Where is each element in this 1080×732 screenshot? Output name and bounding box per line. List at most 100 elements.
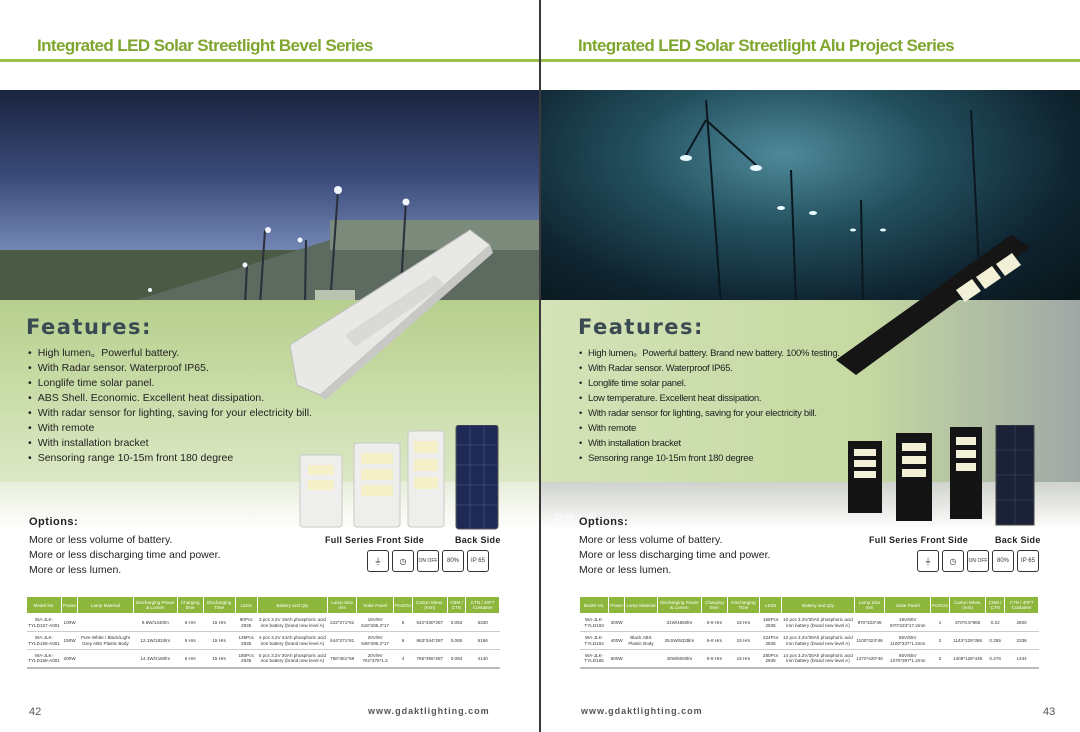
table-cell: 35.5W/5325lm	[657, 631, 702, 650]
column-header: Discharging Power & Lumen	[132, 596, 178, 614]
features-list: High lumen。Powerful battery. With Radar …	[28, 346, 312, 466]
column-header: LEDs	[234, 596, 258, 614]
table-cell	[624, 649, 658, 669]
table-cell: 370*0.5*965	[949, 613, 986, 632]
table-cell: 1409*128*446	[949, 649, 986, 669]
column-header: Solar Panel	[356, 596, 394, 614]
lamp-front-back-images	[848, 425, 1035, 526]
website-url[interactable]: www.gdaktlighting.com	[581, 706, 703, 716]
column-header: Pcs/Ctn	[930, 596, 951, 614]
table-cell: 20V/9V 648*285.2*17	[356, 631, 394, 650]
table-cell: 6	[393, 613, 413, 632]
page-gutter	[539, 0, 541, 732]
column-header: Model No.	[25, 596, 63, 614]
column-header: Battery and Qty	[256, 596, 329, 614]
page-title: Integrated LED Solar Streetlight Bevel S…	[37, 36, 373, 55]
table-cell: 4 pcs 3.2V 24Ah phosphoric acid iron bat…	[257, 631, 328, 650]
remote-switch-icon: ON OFF	[417, 550, 439, 572]
table-cell: 65V/65V 1370*397*1.2mm	[884, 649, 931, 669]
column-header: Lamp Material	[624, 596, 658, 614]
front-side-label: Full Series Front Side	[325, 535, 425, 545]
features-heading: Features:	[26, 315, 152, 339]
table-cell: WA-JLK-TYLD159-A001	[26, 649, 62, 669]
column-header: CTN / 40FT Container	[1004, 596, 1039, 614]
table-cell: 12.1W/1824lm	[133, 631, 178, 650]
table-cell: 0.084	[447, 649, 466, 669]
column-header: Carton Meas. (mm)	[949, 596, 987, 614]
table-cell: 18V/9V 518*285.2*17	[356, 613, 394, 632]
options-list: More or less volume of battery. More or …	[579, 533, 770, 578]
table-cell: 224Pcs 2835	[759, 631, 782, 650]
table-cell	[77, 649, 134, 669]
feature-item: With installation bracket	[579, 436, 840, 451]
table-cell: 14 pcs 3.2V/30Ah phosphoric acid iron ba…	[781, 649, 855, 669]
table-cell: 6 Hrs	[177, 613, 204, 632]
feature-item: ABS Shell. Economic. Excellent heat diss…	[28, 391, 312, 406]
table-cell: 15 Hrs	[203, 649, 236, 669]
column-header: Power	[608, 596, 626, 614]
feature-item: With remote	[28, 421, 312, 436]
table-cell: 3 pcs 3.2V 18Ah phosphoric acid iron bat…	[257, 613, 328, 632]
table-cell: 100W	[61, 613, 78, 632]
feature-item: Sensoring range 10-15m front 180 degree	[28, 451, 312, 466]
feature-item: With radar sensor for lighting, saving f…	[579, 406, 840, 421]
ip65-icon: IP 65	[467, 550, 489, 572]
light-level-icon: 80%	[992, 550, 1014, 572]
table-cell: 500W	[608, 649, 625, 669]
stock-watermark: 视觉中国	[553, 513, 597, 525]
table-cell: 2	[930, 631, 950, 650]
column-header: Lamp Size mm	[327, 596, 358, 614]
table-cell: 9.8W/1440lm	[133, 613, 178, 632]
table-cell: 6	[393, 631, 413, 650]
options-list: More or less volume of battery. More or …	[29, 533, 220, 578]
option-item: More or less lumen.	[579, 564, 672, 576]
column-header: Lamp Size mm	[853, 596, 886, 614]
table-cell: 0.065	[447, 631, 466, 650]
website-url[interactable]: www.gdaktlighting.com	[368, 706, 490, 716]
table-cell: 6-8 Hrs	[701, 649, 728, 669]
features-heading: Features:	[578, 315, 704, 339]
column-header: Battery and Qty	[781, 596, 855, 614]
table-cell: 168Pcs 2835	[759, 613, 782, 632]
feature-item: Longlife time solar panel.	[579, 376, 840, 391]
option-item: More or less volume of battery.	[29, 534, 173, 546]
options-heading: Options:	[579, 516, 629, 528]
certification-icons: ⏚ ◷ ON OFF 80% IP 65	[917, 550, 1039, 572]
feature-item: With Radar sensor. Waterproof IP65.	[579, 361, 840, 376]
back-side-label: Back Side	[994, 535, 1041, 545]
table-cell: 4	[393, 649, 413, 669]
table-cell: 1143*125*386	[949, 631, 986, 650]
column-header: Discharging Time	[202, 596, 236, 614]
feature-item: With Radar sensor. Waterproof IP65.	[28, 361, 312, 376]
table-cell: 31W/4650lm	[657, 613, 702, 632]
option-item: More or less lumen.	[29, 564, 122, 576]
column-header: LEDs	[758, 596, 783, 614]
table-cell: 6 Hrs	[177, 631, 204, 650]
table-cell	[624, 613, 658, 632]
table-cell: Black ABS Plastic Body	[624, 631, 658, 650]
band-fade	[0, 482, 540, 530]
table-cell: 180Pcs 2835	[235, 649, 258, 669]
table-cell: 300W	[608, 613, 625, 632]
table-cell: 10 pcs 3.2V/30Ah phosphoric acid iron ba…	[781, 613, 855, 632]
table-cell: WA-JLK-TYLD157-A001	[26, 613, 62, 632]
table-cell: Pure White / Black/Light Grey ABS Plasti…	[77, 631, 134, 650]
front-side-label: Full Series Front Side	[869, 535, 969, 545]
column-header: Charging time	[176, 596, 204, 614]
table-cell: 20V/9V 761*376*1.2	[356, 649, 394, 669]
table-cell: 542*330*287	[412, 613, 447, 632]
table-cell: 0.255	[985, 631, 1005, 650]
table-cell: 200W	[61, 649, 78, 669]
table-cell: 0.276	[985, 649, 1005, 669]
option-item: More or less discharging time and power.	[29, 549, 221, 561]
column-header: CBM / CTN	[446, 596, 467, 614]
bevel-lamp-image	[289, 229, 493, 400]
table-cell: 2336	[1004, 631, 1039, 650]
feature-item: High lumen。Powerful battery. Brand new b…	[579, 346, 840, 361]
